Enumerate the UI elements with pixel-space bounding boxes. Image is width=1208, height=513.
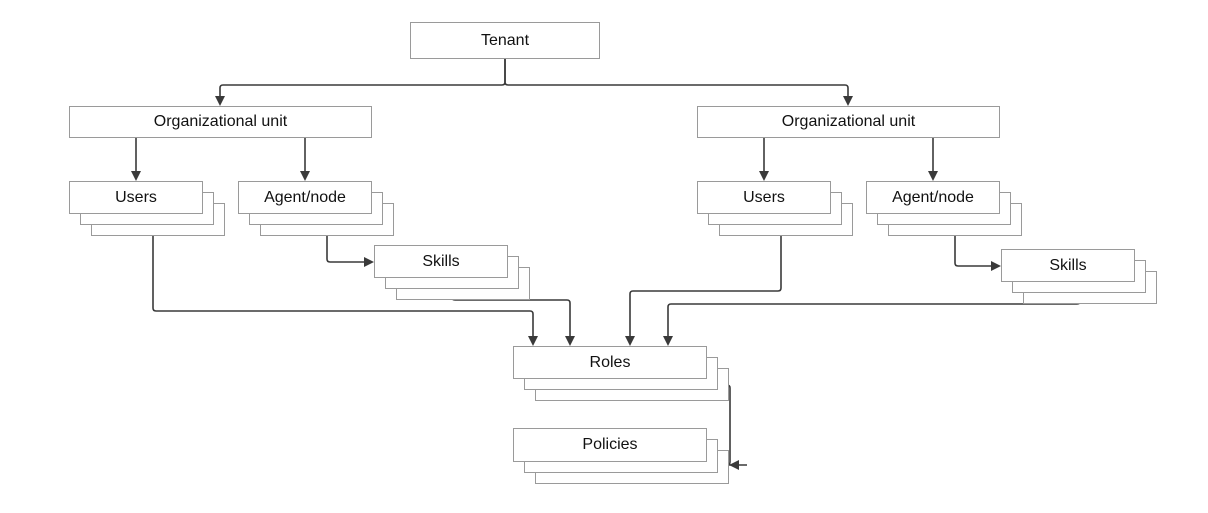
node-policies-label: Policies [513,428,707,462]
arrowhead [528,336,538,346]
connector-tenant-to-ou-left [215,59,506,106]
connector-ou-left-to-agent [300,138,310,181]
node-roles-label: Roles [513,346,707,379]
arrowhead [565,336,575,346]
node-skills-left-label: Skills [374,245,508,278]
connector-ou-right-to-users [759,138,769,181]
node-agent-left-label: Agent/node [238,181,372,214]
node-users-left-label: Users [69,181,203,214]
arrowhead [300,171,310,181]
node-ou-right-label: Organizational unit [697,106,1000,138]
arrowhead [625,336,635,346]
connector-agent-right-to-skills [954,236,1001,271]
node-agent-right-label: Agent/node [866,181,1000,214]
node-tenant-label: Tenant [410,22,600,59]
arrowhead [663,336,673,346]
connector-ou-left-to-users [131,138,141,181]
arrowhead [928,171,938,181]
connector-tenant-to-ou-right [504,59,853,106]
arrowhead [729,460,739,470]
arrowhead [991,261,1001,271]
arrowhead [131,171,141,181]
connector-agent-left-to-skills [326,236,374,267]
arrowhead [364,257,374,267]
node-ou-left-label: Organizational unit [69,106,372,138]
node-skills-right-label: Skills [1001,249,1135,282]
arrowhead [215,96,225,106]
arrowhead [759,171,769,181]
node-users-right-label: Users [697,181,831,214]
connector-ou-right-to-agent [928,138,938,181]
arrowhead [843,96,853,106]
